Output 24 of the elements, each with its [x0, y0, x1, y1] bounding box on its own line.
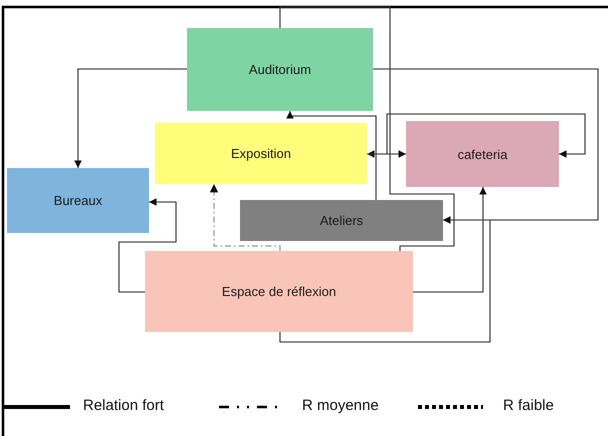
legend-label: Relation fort: [83, 397, 164, 414]
room-box: [240, 200, 443, 241]
arrow: [367, 150, 406, 158]
room-box: [187, 28, 373, 111]
connector-line: [279, 6, 455, 252]
arrow: [74, 68, 187, 168]
room-box: [406, 121, 559, 187]
room-label: Auditorium: [248, 62, 312, 77]
arrow: [210, 184, 281, 251]
legend-label: R moyenne: [302, 397, 379, 414]
room-box: [7, 168, 149, 233]
room-label: cafeteria: [458, 146, 508, 162]
legend-label: R faible: [503, 397, 554, 414]
arrow: [286, 111, 377, 200]
room-label: Exposition: [231, 146, 291, 161]
room-box: [155, 123, 367, 184]
room-label: Ateliers: [320, 213, 364, 228]
arrow: [279, 216, 491, 343]
arrow: [413, 187, 487, 293]
arrow: [367, 113, 586, 158]
room-label: Bureaux: [54, 193, 102, 208]
room-box: [145, 251, 413, 332]
room-label: Espace de réflexion: [222, 284, 336, 299]
arrow: [118, 198, 177, 293]
